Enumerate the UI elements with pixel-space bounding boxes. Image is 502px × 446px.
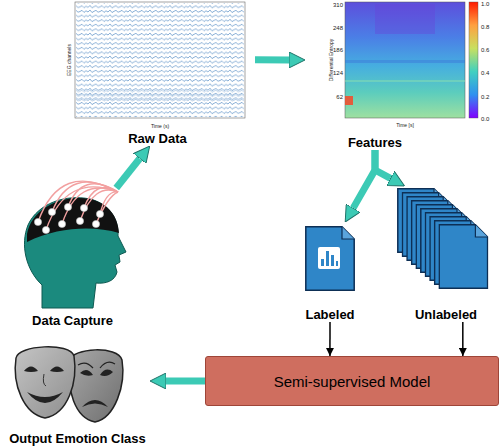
axis-tick: 62 [336, 94, 343, 100]
flow-arrow [166, 378, 205, 385]
mask-nose [43, 374, 46, 386]
flow-arrow [353, 150, 375, 208]
axis-tick: 124 [333, 70, 343, 76]
axis-tick: 1.0 [481, 1, 489, 7]
data-capture-panel: Data Capture [10, 188, 135, 328]
plot-frame [75, 2, 245, 118]
document-icon [306, 227, 354, 290]
panel-caption: Features [295, 135, 455, 150]
panel-caption: Data Capture [0, 313, 145, 328]
mask-mouth [27, 392, 63, 403]
chart-bar [331, 255, 334, 266]
feature-heatmap [345, 2, 478, 118]
mask-brows [78, 362, 115, 368]
chart-bar [336, 261, 338, 266]
axis-tick: 0.8 [481, 24, 489, 30]
axis-title: Time (s) [151, 124, 169, 129]
panel-caption: Raw Data [50, 131, 265, 146]
colorbar [469, 2, 478, 118]
happy-mask [15, 347, 75, 418]
features-panel: Features [305, 0, 445, 150]
head-illustration [24, 181, 126, 308]
panel-caption: Output Emotion Class [0, 431, 160, 446]
axis-tick: 186 [333, 47, 343, 53]
electrode-cables [38, 181, 118, 230]
mask-eyes [80, 370, 113, 376]
output-panel: Output Emotion Class [5, 342, 150, 446]
axis-tick: 248 [333, 25, 343, 31]
chart-icon [318, 247, 340, 269]
emotion-masks [15, 347, 123, 422]
panel-caption: Unlabeled [380, 307, 502, 322]
chart-bar [321, 259, 324, 266]
input-arrow [329, 322, 331, 356]
flow-arrow [255, 56, 289, 63]
model-label: Semi-supervised Model [274, 373, 431, 390]
unlabeled-stack [398, 189, 488, 288]
eeg-traces [76, 90, 244, 102]
unlabeled-data-panel: Unlabeled [390, 186, 502, 322]
chart-bar [326, 251, 329, 266]
axis-tick: 0.6 [481, 47, 489, 53]
flow-arrow [375, 150, 390, 178]
mask-mouth [82, 400, 108, 407]
panel-caption: Labeled [280, 307, 380, 322]
model-box: Semi-supervised Model [205, 356, 499, 406]
heatmap-band [375, 4, 435, 34]
input-arrow [462, 322, 464, 356]
axis-tick: 310 [333, 2, 343, 8]
mask-eyes [24, 367, 64, 373]
labeled-document [306, 227, 354, 290]
heatmap-hotspot [345, 96, 353, 105]
axis-tick: 0.0 [481, 116, 489, 122]
axis-title: EEG channels [67, 44, 72, 76]
heatmap-band [345, 60, 465, 63]
axis-title: Differential Entropy [329, 39, 334, 81]
head-silhouette [24, 198, 126, 308]
axis-title: Time [s] [396, 123, 414, 128]
heatmap [345, 2, 465, 118]
heatmap-band [345, 80, 465, 82]
labeled-data-panel: Labeled [290, 222, 370, 322]
electrodes [34, 203, 103, 233]
eeg-plot [75, 2, 245, 118]
axis-tick: 0.2 [481, 94, 489, 100]
flow-arrow [116, 159, 139, 188]
axis-tick: 0.4 [481, 70, 489, 76]
eeg-traces [76, 3, 244, 117]
sad-mask [69, 350, 123, 422]
